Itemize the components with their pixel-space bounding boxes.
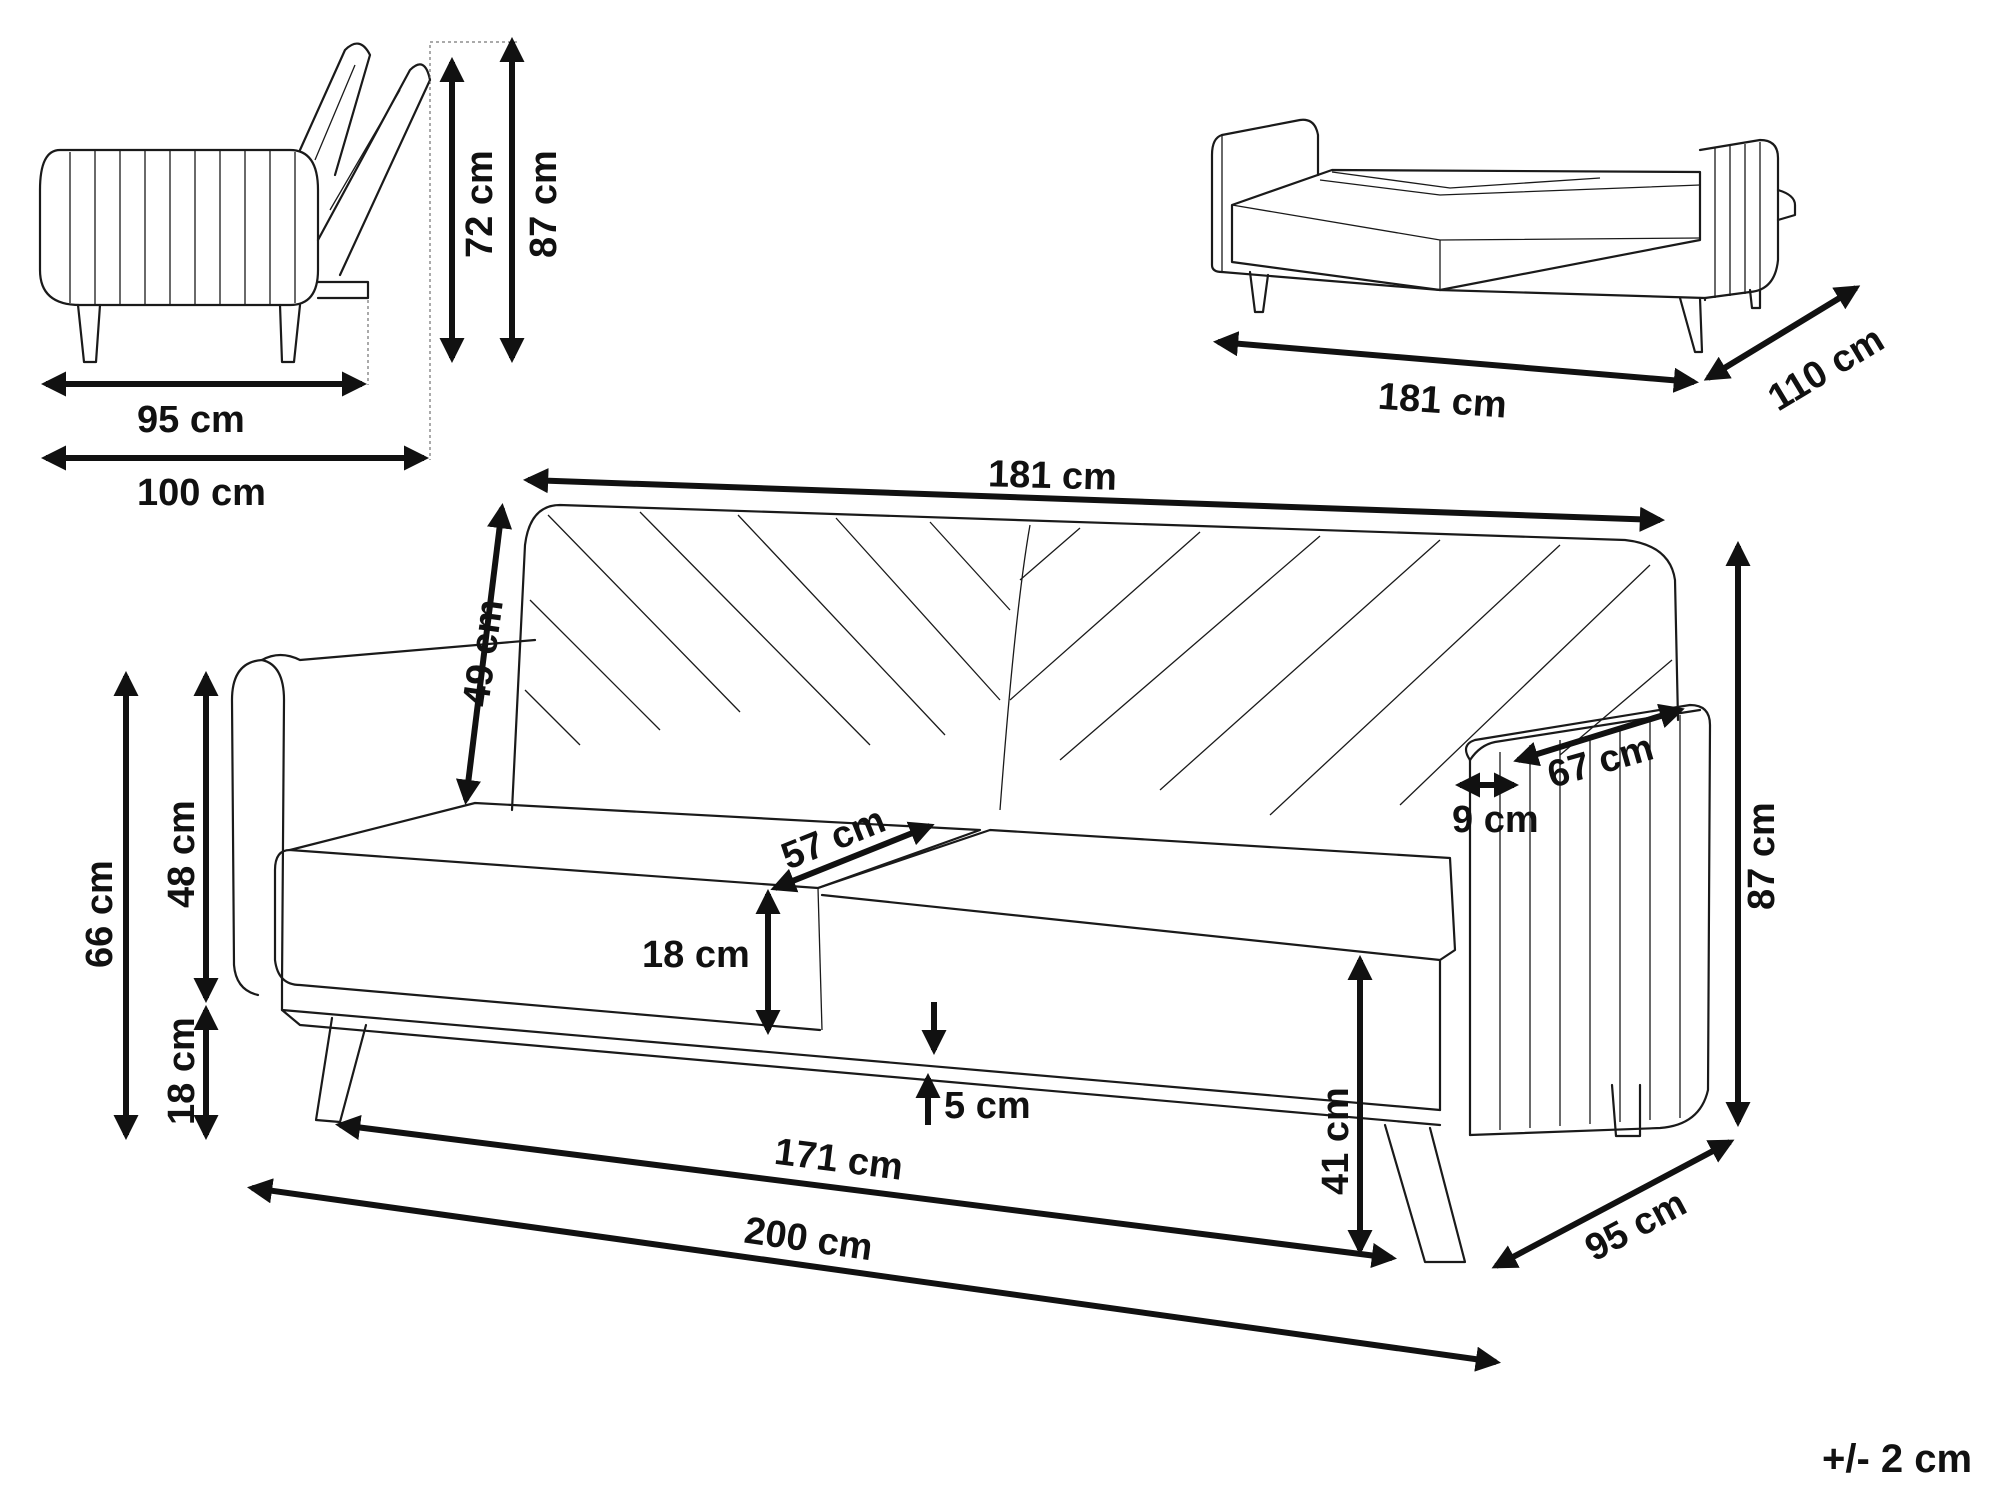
- front-arm-width-label: 9 cm: [1452, 799, 1539, 841]
- bed-length-arrow: [1212, 331, 1700, 393]
- front-top-width-arrow: [522, 468, 1666, 532]
- front-leg-height-label: 18 cm: [161, 1017, 203, 1125]
- front-depth-label: 95 cm: [1579, 1182, 1694, 1270]
- front-view-drawing: [230, 503, 1712, 1264]
- side-depth-seat-label: 95 cm: [137, 399, 245, 441]
- front-depth-arrow: [1491, 1139, 1735, 1269]
- front-arm-height-label: 66 cm: [79, 860, 121, 968]
- front-total-height-label: 87 cm: [1741, 802, 1783, 910]
- bed-depth-arrow: [1703, 285, 1861, 381]
- front-back-height-arrow: [455, 502, 513, 806]
- front-total-width-arrow: [247, 1178, 1501, 1372]
- front-back-height-label: 49 cm: [455, 597, 512, 710]
- front-top-width-label: 181 cm: [987, 453, 1117, 499]
- front-seat-depth-arrow: [770, 821, 935, 893]
- side-depth-total-label: 100 cm: [137, 472, 266, 514]
- front-seat-thickness-label: 18 cm: [642, 934, 750, 976]
- front-seat-height-label: 41 cm: [1315, 1087, 1357, 1195]
- front-arm-to-seat-label: 48 cm: [161, 800, 203, 908]
- front-arm-length-arrow: [1513, 703, 1685, 767]
- side-height-total-label: 87 cm: [523, 150, 565, 258]
- tolerance-note: +/- 2 cm: [1822, 1437, 1972, 1481]
- side-height-back-label: 72 cm: [459, 150, 501, 258]
- bed-view-drawing: [1210, 118, 1797, 354]
- bed-length-label: 181 cm: [1377, 376, 1509, 427]
- side-view-drawing: [38, 41, 520, 460]
- front-frame-gap-label: 5 cm: [944, 1085, 1031, 1127]
